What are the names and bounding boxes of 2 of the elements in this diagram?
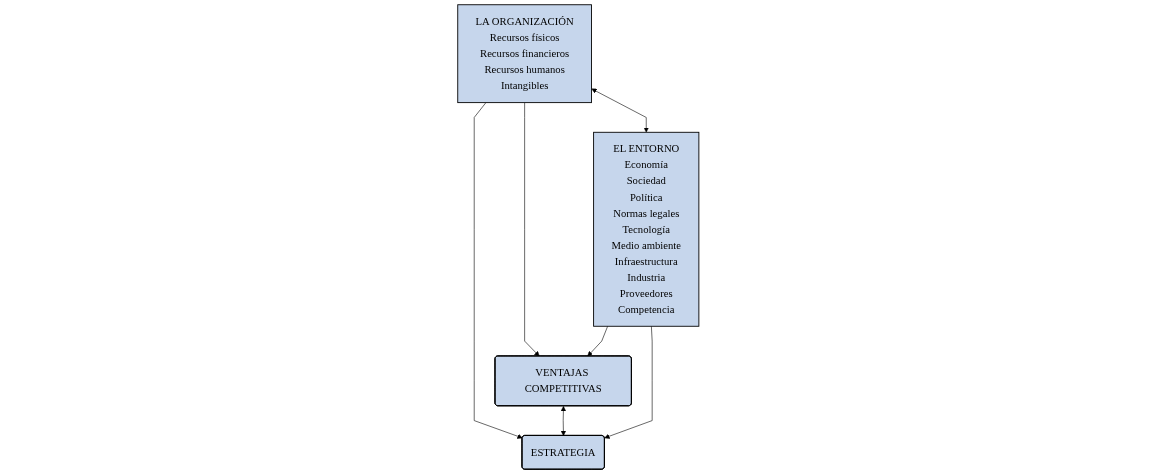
node-box: EL ENTORNO Economía Sociedad Política Normas legales Tecnología Medio ambiente Infraestructura Industria Proveedores Competencia xyxy=(593,131,700,327)
node-box: LA ORGANIZACIÓN Recursos físicos Recursos financieros Recursos humanos Intangibles xyxy=(457,4,593,104)
